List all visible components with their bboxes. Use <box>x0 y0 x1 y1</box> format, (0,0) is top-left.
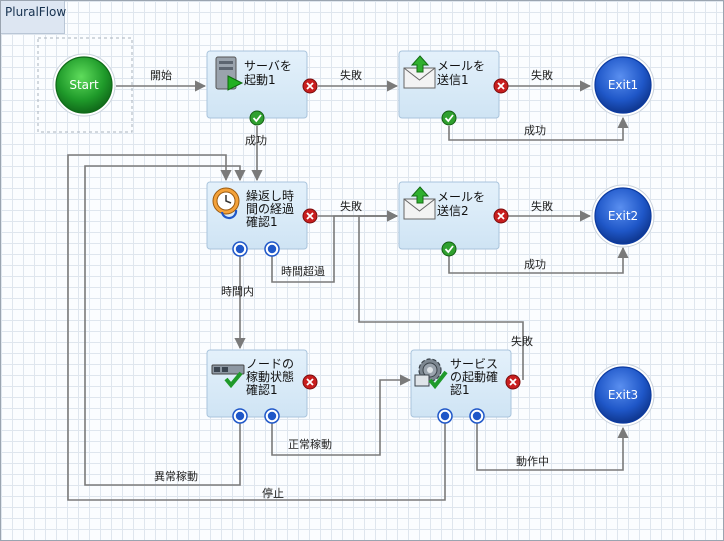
time-check-line1: 繰返し時 <box>246 189 294 203</box>
mail-send-icon <box>403 186 436 220</box>
edge-service-fail-mail2[interactable] <box>358 210 524 380</box>
server-start-line1: サーバを <box>244 59 292 73</box>
success-check-icon[interactable] <box>441 241 457 257</box>
exit1-node[interactable]: Exit1 <box>591 53 655 117</box>
label-abnormal: 異常稼動 <box>154 469 198 483</box>
node-mail-send1[interactable]: メールを 送信1 <box>398 50 509 126</box>
label-start: 開始 <box>150 68 172 82</box>
clock-icon <box>212 187 240 220</box>
label-success3: 成功 <box>524 258 546 271</box>
node-server-start[interactable]: サーバを 起動1 <box>206 50 318 126</box>
edge-mail1-success-exit1[interactable] <box>448 116 629 141</box>
node-status-icon <box>211 364 245 389</box>
exit2-node[interactable]: Exit2 <box>591 184 655 248</box>
service-check-line1: サービス <box>450 357 498 371</box>
mail-send1-line2: 送信1 <box>437 72 469 87</box>
exit1-label: Exit1 <box>608 78 638 92</box>
node-status-line1: ノードの <box>246 357 294 371</box>
label-fail4: 失敗 <box>531 199 553 213</box>
label-success2: 成功 <box>245 134 267 147</box>
edge-labels: 開始 失敗 失敗 成功 成功 失敗 失敗 時間超過 成功 時間内 失敗 正常稼動… <box>150 68 553 500</box>
service-check-line3: 認1 <box>450 382 470 397</box>
time-check-line3: 確認1 <box>246 214 278 229</box>
label-success1: 成功 <box>524 124 546 137</box>
mail-send1-line1: メールを <box>437 59 485 73</box>
flow-tab-title: PluralFlow <box>5 5 67 19</box>
edge-timeout-mail2[interactable] <box>271 210 399 283</box>
node-time-check[interactable]: 繰返し時 間の経過 確認1 <box>206 181 318 257</box>
service-check-line2: の起動確 <box>450 369 498 384</box>
start-selection-frame <box>37 37 133 133</box>
server-start-line2: 起動1 <box>244 73 276 87</box>
branch-port-icon[interactable] <box>264 241 280 257</box>
mail-send2-line1: メールを <box>437 190 485 204</box>
error-x-icon[interactable] <box>505 374 521 390</box>
node-status-check[interactable]: ノードの 稼動状態 確認1 <box>206 349 318 424</box>
node-service-check[interactable]: サービス の起動確 認1 <box>410 349 521 424</box>
connectors <box>67 80 629 501</box>
branch-port-icon[interactable] <box>232 408 248 424</box>
success-check-icon[interactable] <box>441 110 457 126</box>
edge-mail2-success-exit2[interactable] <box>448 246 629 274</box>
server-start-icon <box>215 56 244 91</box>
mail-send2-line2: 送信2 <box>437 203 469 218</box>
branch-port-icon[interactable] <box>469 408 485 424</box>
start-label: Start <box>69 78 99 92</box>
edge-abnormal-loop[interactable] <box>84 165 246 486</box>
flow-tab[interactable]: PluralFlow <box>1 1 67 34</box>
exit3-node[interactable]: Exit3 <box>591 363 655 427</box>
error-x-icon[interactable] <box>302 374 318 390</box>
label-normal: 正常稼動 <box>288 437 332 451</box>
service-gear-icon <box>414 358 448 390</box>
branch-port-icon[interactable] <box>264 408 280 424</box>
exit3-label: Exit3 <box>608 388 638 402</box>
exit2-label: Exit2 <box>608 209 638 223</box>
node-status-line2: 稼動状態 <box>246 369 294 384</box>
node-mail-send2[interactable]: メールを 送信2 <box>398 181 509 257</box>
label-stopped: 停止 <box>262 486 284 500</box>
label-intime: 時間内 <box>221 284 254 298</box>
label-running: 動作中 <box>516 454 549 468</box>
label-timeout: 時間超過 <box>281 264 325 278</box>
node-status-line3: 確認1 <box>246 382 278 397</box>
branch-port-icon[interactable] <box>232 241 248 257</box>
error-x-icon[interactable] <box>493 78 509 94</box>
branch-port-icon[interactable] <box>437 408 453 424</box>
edge-normal-service[interactable] <box>271 374 412 456</box>
label-fail5: 失敗 <box>511 334 533 348</box>
error-x-icon[interactable] <box>302 208 318 224</box>
label-fail1: 失敗 <box>340 68 362 82</box>
error-x-icon[interactable] <box>493 208 509 224</box>
time-check-line2: 間の経過 <box>246 202 294 216</box>
start-node[interactable]: Start <box>37 37 133 133</box>
success-check-icon[interactable] <box>249 110 265 126</box>
label-fail3: 失敗 <box>340 199 362 213</box>
edge-running-exit3[interactable] <box>476 423 629 471</box>
mail-send-icon <box>403 55 436 89</box>
error-x-icon[interactable] <box>302 78 318 94</box>
label-fail2: 失敗 <box>531 68 553 82</box>
edge-stopped-loop[interactable] <box>67 154 446 501</box>
